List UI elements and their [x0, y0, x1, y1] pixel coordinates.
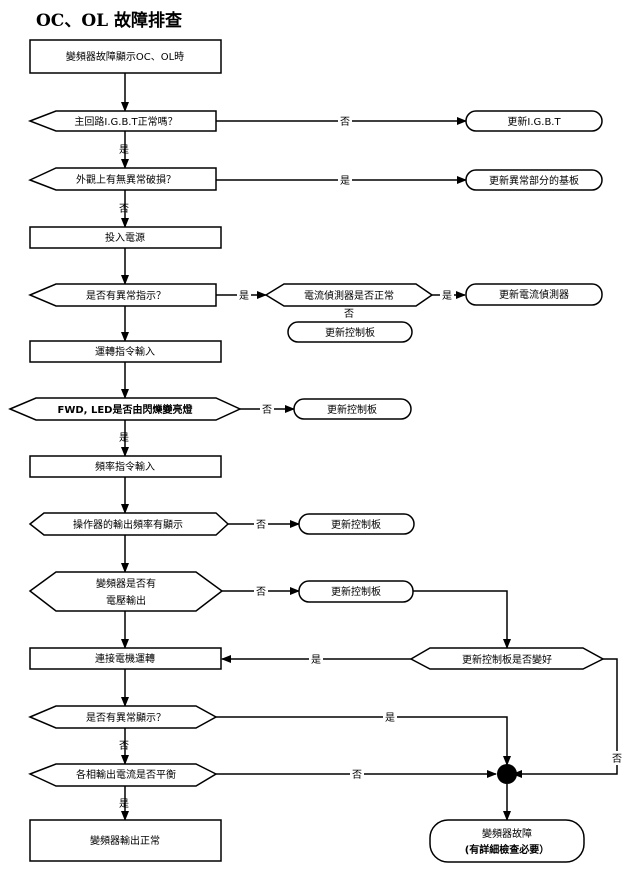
igbt-decision — [27, 110, 217, 132]
balance-decision-text: 各相輸出電流是否平衡 — [76, 768, 176, 781]
voltage-decision — [28, 571, 224, 612]
freq-command-box — [29, 455, 222, 478]
balance-decision — [28, 763, 218, 787]
start-text: 變頻器故障顯示OC、OL時 — [66, 50, 184, 63]
label-yes-balance: 是 — [119, 798, 129, 810]
replace-board-text-1: 更新控制板 — [325, 326, 375, 339]
arrow-better-junction — [512, 658, 618, 778]
indicator-decision — [28, 283, 217, 307]
indicator-decision-text: 是否有異常指示？ — [86, 289, 166, 302]
replace-board-text-2: 更新控制板 — [327, 403, 377, 416]
normal-output-text: 變頻器輸出正常 — [90, 834, 160, 847]
board-better-decision-text: 更新控制板是否變好 — [462, 653, 552, 666]
abnormal-display-decision-text: 是否有異常顯示？ — [86, 711, 166, 724]
power-on-box — [29, 226, 222, 249]
replace-igbt-box — [465, 110, 603, 132]
led-decision — [8, 397, 242, 421]
run-command-text: 運轉指令輸入 — [95, 345, 155, 358]
connect-motor-text: 連接電機運轉 — [95, 652, 155, 665]
page-title: OC、OL 故障排查 — [36, 10, 183, 31]
damage-decision — [28, 167, 217, 191]
fault-box — [429, 819, 585, 863]
arrow-board-better — [413, 590, 511, 649]
label-yes-sensor: 是 — [442, 290, 452, 302]
label-no-balance: 否 — [352, 769, 362, 781]
damage-decision-text: 外觀上有無異常破損？ — [76, 173, 176, 186]
replace-board-box-1 — [287, 321, 413, 343]
label-no-igbt: 否 — [340, 116, 350, 128]
replace-part-text: 更新異常部分的基板 — [489, 174, 579, 187]
label-yes-display: 是 — [385, 712, 395, 724]
label-yes-better: 是 — [311, 654, 321, 666]
connect-motor-box — [29, 647, 222, 670]
normal-output-box — [29, 819, 222, 862]
freq-command-text: 頻率指令輸入 — [95, 460, 155, 473]
current-sensor-decision-text: 電流偵測器是否正常 — [304, 289, 394, 302]
label-no-sensor: 否 — [344, 308, 354, 320]
replace-board-box-3 — [298, 513, 415, 535]
label-no-led: 否 — [262, 404, 272, 416]
voltage-decision-text-1: 變頻器是否有 — [96, 577, 156, 590]
igbt-decision-text: 主回路I.G.B.T正常嗎？ — [74, 115, 177, 128]
keypad-decision-text: 操作器的輸出頻率有顯示 — [73, 518, 183, 531]
replace-board-text-3: 更新控制板 — [331, 518, 381, 531]
label-no-voltage: 否 — [256, 586, 266, 598]
replace-board-box-2 — [293, 398, 412, 420]
arrow-display-junction — [216, 716, 511, 766]
power-on-text: 投入電源 — [105, 231, 145, 244]
replace-part-box — [465, 169, 603, 191]
label-no-keypad: 否 — [256, 519, 266, 531]
replace-board-text-4: 更新控制板 — [331, 585, 381, 598]
led-decision-text: FWD, LED是否由閃爍變亮燈 — [58, 403, 194, 416]
label-no-better: 否 — [612, 753, 622, 765]
label-no-display: 否 — [119, 740, 129, 752]
abnormal-display-decision — [28, 705, 218, 729]
replace-board-box-4 — [298, 580, 414, 603]
board-better-decision — [409, 647, 605, 670]
fault-text-1: 變頻器故障 — [482, 827, 532, 840]
replace-igbt-text: 更新I.G.B.T — [507, 115, 561, 128]
keypad-decision — [28, 512, 230, 536]
label-yes-led: 是 — [119, 432, 129, 444]
replace-sensor-box — [465, 283, 603, 306]
voltage-decision-text-2: 電壓輸出 — [106, 594, 146, 607]
label-yes-indicator: 是 — [239, 290, 249, 302]
start-box — [29, 39, 222, 74]
run-command-box — [29, 340, 222, 363]
fault-text-2: (有詳細檢查必要） — [465, 843, 550, 856]
junction-dot — [497, 764, 517, 784]
label-yes-igbt: 是 — [119, 144, 129, 156]
replace-sensor-text: 更新電流偵測器 — [499, 288, 569, 301]
label-yes-damage: 是 — [340, 175, 350, 187]
label-no-damage: 否 — [119, 203, 129, 215]
current-sensor-decision — [264, 283, 434, 307]
